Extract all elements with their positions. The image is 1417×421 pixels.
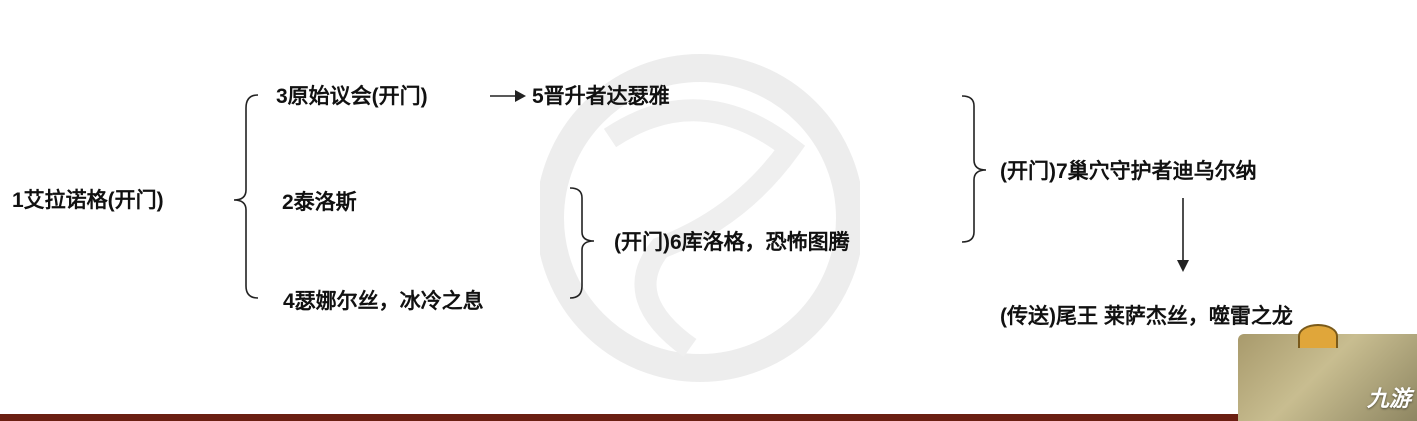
bottom-bar (0, 414, 1417, 421)
corner-badge: 九游 (1238, 324, 1417, 421)
watermark-emblem (540, 54, 860, 382)
node-3-primal-council: 3原始议会(开门) (276, 85, 428, 108)
node-4-sennarth: 4瑟娜尔丝，冰冷之息 (283, 290, 484, 313)
badge-decoration (1298, 324, 1338, 348)
node-2-terros: 2泰洛斯 (282, 191, 357, 214)
arrowhead-3-to-5 (515, 90, 526, 102)
node-8-raszageth: (传送)尾王 莱萨杰丝，噬雷之龙 (1000, 305, 1293, 328)
bracket-2-4 (569, 187, 595, 299)
bracket-root (233, 94, 259, 299)
badge-logo: 九游 (1366, 387, 1411, 412)
arrowhead-7-to-8 (1177, 260, 1189, 272)
node-6-kurog: (开门)6库洛格，恐怖图腾 (614, 231, 850, 254)
bracket-5-6 (961, 95, 987, 243)
node-1-aranog: 1艾拉诺格(开门) (12, 189, 164, 212)
node-7-diurna: (开门)7巢穴守护者迪乌尔纳 (1000, 160, 1257, 183)
node-5-dathea: 5晋升者达瑟雅 (532, 85, 670, 108)
